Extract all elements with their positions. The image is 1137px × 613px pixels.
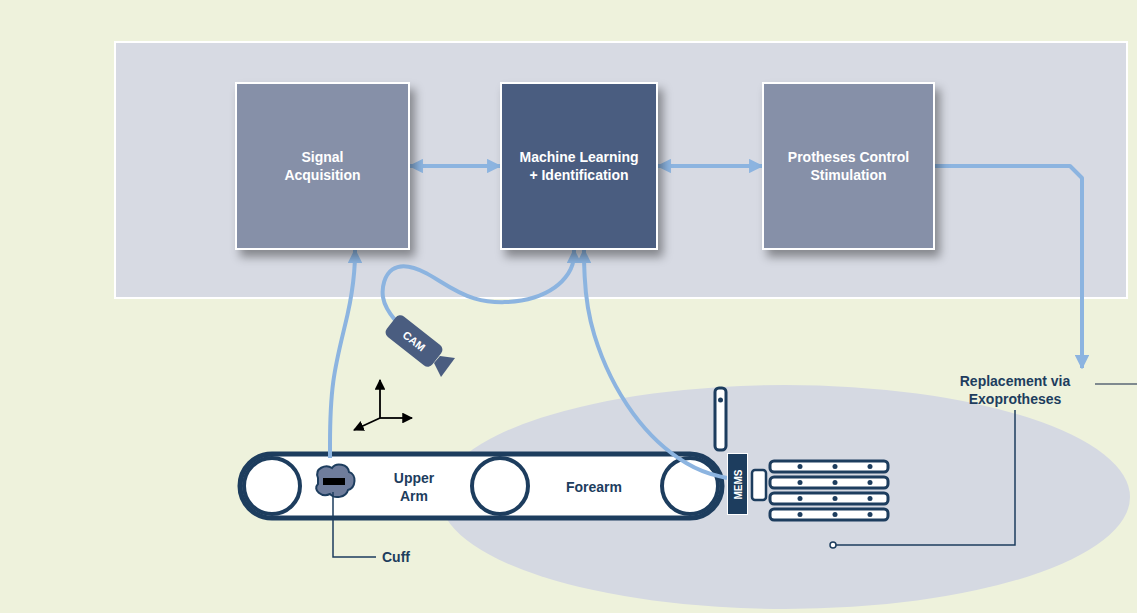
exit-line (1095, 383, 1137, 385)
finger-bar (770, 493, 888, 504)
mems-sensor: MEMS (727, 453, 748, 515)
node-text: Replacement via Exoprotheses (942, 372, 1088, 408)
part-label: Cuff (382, 549, 410, 565)
finger-joint (868, 480, 873, 485)
system-panel (115, 42, 1127, 298)
process-box: Protheses Control Stimulation (762, 82, 935, 250)
node-text: Signal Acquisition (262, 142, 384, 190)
process-box: Signal Acquisition (235, 82, 410, 250)
finger-joint (798, 480, 803, 485)
node-text: CAM (400, 328, 429, 355)
finger-joint (798, 512, 803, 517)
elbow-joint (472, 458, 528, 514)
finger-joint (868, 512, 873, 517)
arm-segment: Upper Arm (300, 458, 468, 516)
finger-joint (798, 496, 803, 501)
finger-joint (833, 512, 838, 517)
cuff-electrode (323, 478, 345, 485)
cuff-sensor (316, 465, 354, 498)
node-text: Machine Learning + Identification (511, 142, 647, 190)
finger-joint (798, 464, 803, 469)
finger-joint (833, 496, 838, 501)
node-text: Protheses Control Stimulation (773, 142, 925, 190)
node-text: Forearm (566, 478, 622, 496)
camera-lens (434, 356, 455, 377)
finger-bar (770, 477, 888, 488)
palm-block (752, 470, 766, 500)
finger-bar (770, 509, 888, 520)
leader-line (836, 410, 1015, 545)
process-box: Machine Learning + Identification (500, 82, 658, 250)
flow-connector (658, 164, 762, 168)
flow-connector (410, 164, 500, 168)
node-text: MEMS (731, 469, 744, 499)
finger-joint (868, 496, 873, 501)
arm-segment: Forearm (530, 458, 658, 516)
finger-bar (770, 461, 888, 472)
flow-connector (330, 250, 355, 458)
shoulder-joint (244, 458, 300, 514)
flow-connector (935, 166, 1082, 368)
finger-joint (718, 398, 723, 403)
thumb-bar (715, 388, 726, 450)
output-label: Replacement via Exoprotheses (940, 368, 1090, 412)
axis-arrow (380, 417, 412, 419)
arm-band (240, 454, 722, 518)
camera-body: CAM (383, 313, 445, 369)
node-text: Upper Arm (384, 469, 444, 505)
flow-connector (383, 250, 574, 324)
finger-joint (833, 480, 838, 485)
leader-line (333, 492, 376, 557)
axis-arrow (354, 418, 380, 430)
leader-dot (830, 542, 836, 548)
axis-arrow (379, 380, 381, 418)
finger-joint (833, 464, 838, 469)
flow-connector (584, 250, 727, 478)
finger-joint (868, 464, 873, 469)
finger-bars (752, 461, 888, 520)
